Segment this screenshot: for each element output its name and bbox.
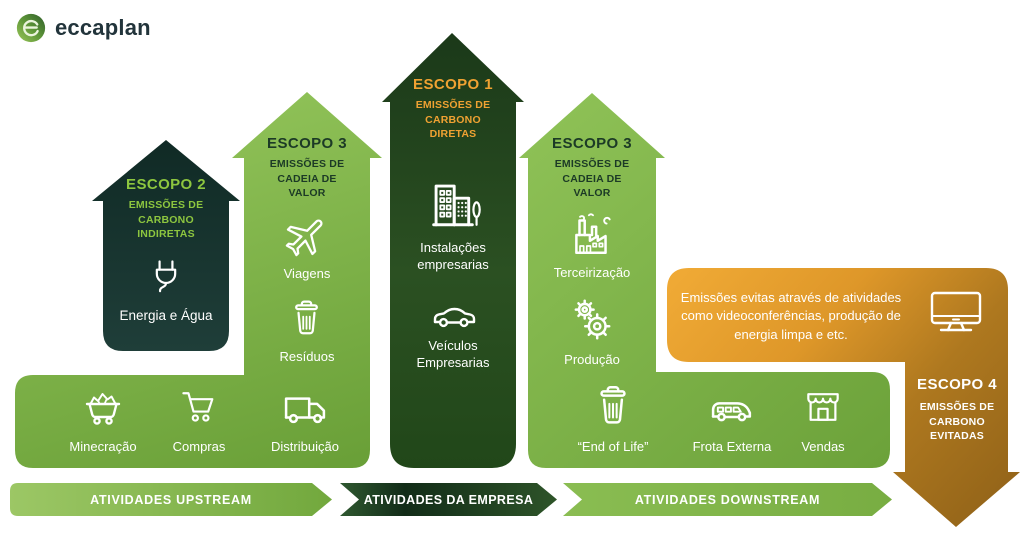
escopo3-left-column: ESCOPO 3 EMISSÕES DE CADEIA DE VALOR Via… [244, 135, 370, 365]
store-icon [807, 393, 839, 421]
escopo3-right-item-label: Produção [564, 351, 620, 367]
trash-icon [600, 385, 626, 424]
escopo3-right-title: ESCOPO 3 [552, 135, 632, 152]
escopo1-column: ESCOPO 1 EMISSÕES DE CARBONO DIRETAS Ins… [390, 76, 516, 372]
escopo2-subtitle: EMISSÕES DE CARBONO INDIRETAS [128, 199, 204, 241]
timeline-company-label: ATIVIDADES DA EMPRESA [363, 492, 534, 507]
escopo3-right-subtitle: EMISSÕES DE CADEIA DE VALOR [554, 158, 630, 200]
car-icon [433, 308, 476, 328]
escopo4-subtitle: EMISSÕES DE CARBONO EVITADAS [919, 401, 995, 443]
plane-icon [285, 219, 323, 257]
downstream-item-label: “End of Life” [577, 439, 649, 454]
escopo4-shape [667, 268, 1020, 527]
escopo3-left-subtitle: EMISSÕES DE CADEIA DE VALOR [269, 158, 345, 200]
downstream-item-label: Vendas [801, 439, 845, 454]
timeline-upstream-label: ATIVIDADES UPSTREAM [90, 492, 252, 507]
escopo4-label-block: ESCOPO 4 EMISSÕES DE CARBONO EVITADAS [903, 376, 1011, 444]
escopo3-left-item-label: Resíduos [279, 348, 335, 364]
eccaplan-logo-icon [16, 13, 46, 43]
plug-icon [155, 260, 177, 293]
escopo3-left-title: ESCOPO 3 [267, 135, 347, 152]
escopo3-right-item-label: Terceirização [553, 265, 631, 281]
upstream-item-label: Compras [172, 439, 226, 454]
downstream-item-endoflife: “End of Life” [561, 377, 665, 456]
gears-icon [574, 299, 611, 340]
downstream-item-vendas: Vendas [773, 380, 873, 456]
escopo2-column: ESCOPO 2 EMISSÕES DE CARBONO INDIRETAS E… [101, 176, 231, 324]
downstream-item-frota-externa: Frota Externa [676, 380, 788, 456]
downstream-item-label: Frota Externa [692, 439, 772, 454]
monitor-icon [930, 291, 982, 332]
upstream-item-mineracao: Minecração [53, 380, 153, 456]
escopo3-left-arrow-shape [15, 92, 382, 468]
escopo1-item-label: Instalações empresarias [417, 240, 489, 272]
escopo2-item-label: Energia e Água [119, 308, 213, 324]
escopo1-item-label: Veículos Empresarias [416, 338, 490, 370]
escopo4-title: ESCOPO 4 [917, 376, 997, 393]
downstream-chevron-shape [563, 483, 892, 516]
upstream-item-label: Minecração [69, 439, 137, 454]
escopo2-arrow-shape [92, 140, 240, 351]
escopo3-right-arrow-shape [519, 93, 890, 468]
eccaplan-logo: eccaplan [16, 13, 151, 43]
upstream-item-distribuicao: Distribuição [249, 380, 361, 456]
upstream-item-label: Distribuição [271, 439, 339, 454]
escopo1-subtitle: EMISSÕES DE CARBONO DIRETAS [415, 99, 491, 141]
escopo3-right-column: ESCOPO 3 EMISSÕES DE CADEIA DE VALOR Ter… [528, 135, 656, 368]
escopo1-title: ESCOPO 1 [413, 76, 493, 93]
van-icon [711, 402, 752, 422]
mine-cart-icon [85, 393, 121, 425]
escopo4-note: Emissões evitas através de atividades co… [680, 290, 902, 342]
factory-icon [575, 213, 611, 255]
buildings-icon [432, 184, 481, 227]
upstream-item-compras: Compras [151, 380, 247, 456]
company-chevron-shape [340, 483, 557, 516]
shopping-cart-icon [182, 392, 214, 422]
timeline-downstream-label: ATIVIDADES DOWNSTREAM [634, 492, 821, 507]
escopo2-title: ESCOPO 2 [126, 176, 206, 193]
trash-icon [295, 300, 319, 335]
brand-name: eccaplan [55, 15, 151, 40]
truck-icon [284, 397, 326, 424]
escopo1-arrow-shape [382, 33, 524, 468]
upstream-chevron-shape [10, 483, 332, 516]
escopo3-left-item-label: Viagens [283, 266, 331, 282]
